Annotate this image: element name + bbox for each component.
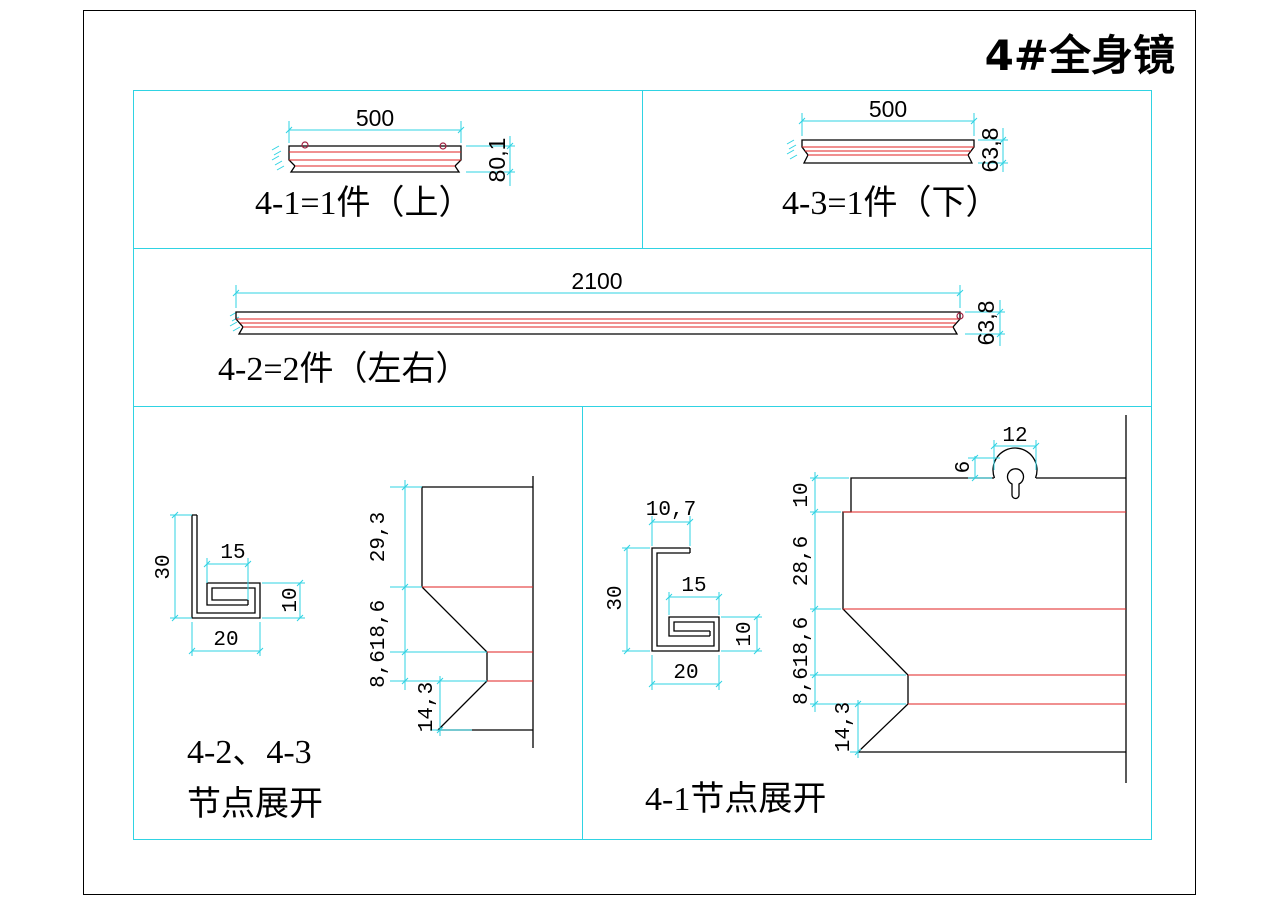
keyhole-width-text: 12 [1002,425,1027,448]
profile-height-dimension-line [622,544,650,655]
part-outline [288,145,462,173]
panel-part-4-1: 500 80,1 4-1=1件（上） [255,105,515,222]
height-dimension-line [965,300,1005,346]
length-dimension-text: 2100 [571,268,622,294]
detail-label-line1: 4-2、4-3 [187,734,312,771]
hanging-point [956,312,964,320]
unfold-dimension-lines [390,480,487,690]
height-dimension-text: 80,1 [484,138,510,183]
keyhole-outer-arc [992,447,1038,479]
profile-hook-dimension-line [665,592,723,615]
profile-height-text: 30 [153,554,176,579]
unfold-bottom-text: 14,3 [416,682,439,732]
keyhole-slot [1006,468,1025,500]
profile-width-text: 20 [213,629,238,652]
sheet-border [83,10,1196,895]
panel-part-4-2: 2100 63,8 4-2=2件（左右） [218,268,1005,388]
length-dimension-line [232,285,964,308]
unfold-fold-lines [422,586,533,682]
part-label: 4-2=2件（左右） [218,350,470,388]
unfold-bottom-dimension-line [850,700,862,758]
profile-hook-text: 15 [220,542,245,565]
grid-dividers [133,90,1152,840]
sheet-title: 4#全身镜 [985,31,1175,80]
panel-detail-4-2-4-3: 30 15 10 20 29,3 18,6 8,6 14,3 4-2、4-3 节… [153,476,534,823]
unfold-dimension-lines [810,472,906,712]
profile-height-text: 30 [605,585,628,610]
end-hatch [786,139,798,160]
part-label: 4-3=1件（下） [782,184,1000,222]
length-dimension-line [798,113,978,136]
part-outline [235,311,961,335]
keyhole-offset-dimension-line [968,454,1000,482]
length-dimension-line [285,121,465,143]
fold-lines [802,146,974,156]
height-dimension-line [466,136,515,186]
profile-top-dimension-line [648,516,694,546]
profile-width-text: 20 [673,662,698,685]
profile-height-dimension-line [170,511,192,622]
profile-inner-outline [192,514,256,614]
unfold-fold-lines [843,511,1126,705]
unfold-flat-text: 8,6 [368,650,391,688]
profile-width-dimension-line [648,655,723,690]
height-dimension-text: 63,8 [973,301,999,346]
height-dimension-text: 63,8 [977,128,1003,173]
profile-top-text: 10,7 [646,499,696,522]
unfold-slope-text: 18,6 [368,600,391,650]
unfold-slope-text: 18,6 [791,617,814,667]
detail-label: 4-1节点展开 [645,780,826,818]
keyhole-width-dimension-line [990,440,1040,470]
profile-lip-text: 10 [280,587,303,612]
hanging-point-right [439,142,447,150]
unfold-bottom-dimension-line [430,676,472,736]
end-hatch [271,145,285,171]
profile-lip-text: 10 [734,621,757,646]
panel-part-4-3: 500 63,8 4-3=1件（下） [782,96,1008,222]
length-dimension-text: 500 [356,105,394,131]
panel-grid [133,90,1152,840]
profile-inner-outline [656,548,715,647]
unfold-top-text: 29,3 [368,512,391,562]
unfold-top-text: 10 [791,482,814,507]
unfold-flat-text: 8,6 [791,667,814,705]
keyhole-offset-text: 6 [953,461,976,474]
unfold-bottom-text: 14,3 [833,702,856,752]
panel-detail-4-1: 10,7 30 15 10 20 12 6 10 28,6 18,6 8,6 1… [605,415,1127,818]
part-label: 4-1=1件（上） [255,184,473,222]
hanging-point-left [301,141,309,149]
height-dimension-line [978,128,1008,172]
detail-label-line2: 节点展开 [187,785,323,823]
profile-lip-dimension-line [721,613,762,655]
profile-outer-outline [651,547,720,652]
fold-lines [289,151,461,167]
fold-lines [236,318,960,328]
profile-hook-text: 15 [681,575,706,598]
profile-width-dimension-line [188,622,264,656]
length-dimension-text: 500 [869,96,907,122]
part-outline [801,139,975,164]
profile-lip-dimension-line [262,579,305,622]
profile-hook-dimension-line [203,558,252,600]
unfold-upper-text: 28,6 [791,536,814,586]
